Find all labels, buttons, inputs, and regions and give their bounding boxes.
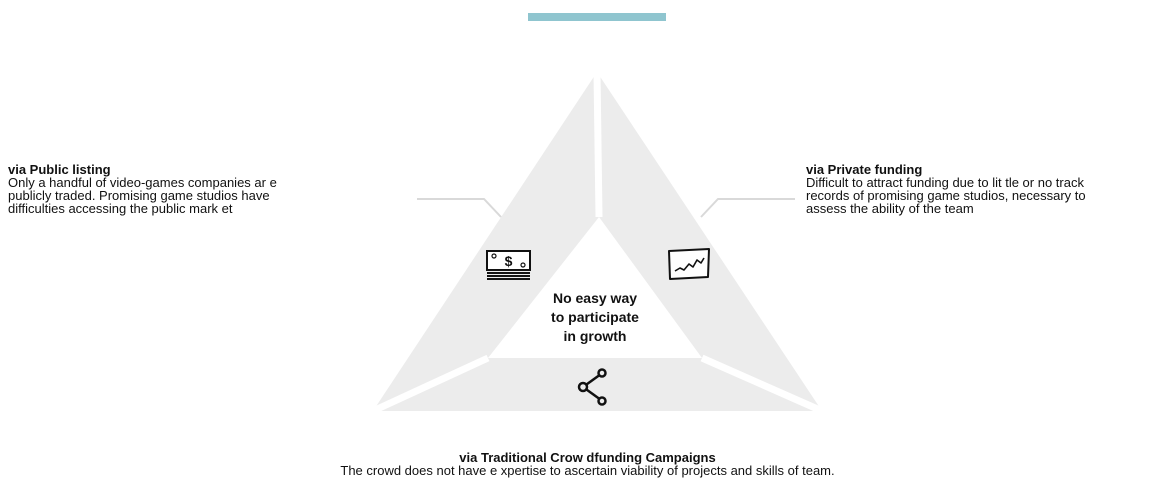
center-label-line: in growth [563, 328, 627, 344]
public-listing-title: via Public listing [8, 162, 111, 177]
money-icon: $ [486, 250, 531, 280]
private-funding-text: assess the ability of the team [806, 201, 974, 216]
private-funding-title: via Private funding [806, 162, 923, 177]
gap-top [593, 71, 603, 218]
svg-text:$: $ [505, 253, 513, 269]
gap-right [700, 354, 824, 415]
crowdfunding-text: The crowd does not have e xpertise to as… [340, 463, 835, 478]
public-listing-text: difficulties accessing the public mark e… [8, 201, 233, 216]
share-icon [577, 368, 607, 406]
chart-icon [668, 248, 710, 280]
private-funding-text: records of promising game studios, neces… [806, 188, 1086, 203]
private-funding-text: Difficult to attract funding due to lit … [806, 175, 1084, 190]
center-label: No easy way to participate in growth [520, 289, 670, 346]
public-listing-text: Only a handful of video-games companies … [8, 175, 277, 190]
top-accent-bar [528, 13, 666, 21]
connector-left [417, 198, 502, 218]
public-listing-text: publicly traded. Promising game studios … [8, 188, 270, 203]
public-listing-block: via Public listing Only a handful of vid… [8, 163, 388, 215]
center-label-line: to participate [551, 309, 639, 325]
center-label-line: No easy way [552, 290, 638, 306]
crowdfunding-title: via Traditional Crow dfunding Campaigns [459, 450, 716, 465]
triangle-frame [373, 72, 822, 411]
gap-left [371, 354, 490, 415]
connector-right [700, 198, 795, 218]
private-funding-block: via Private funding Difficult to attract… [806, 163, 1171, 215]
crowdfunding-block: via Traditional Crow dfunding Campaigns … [200, 451, 975, 477]
